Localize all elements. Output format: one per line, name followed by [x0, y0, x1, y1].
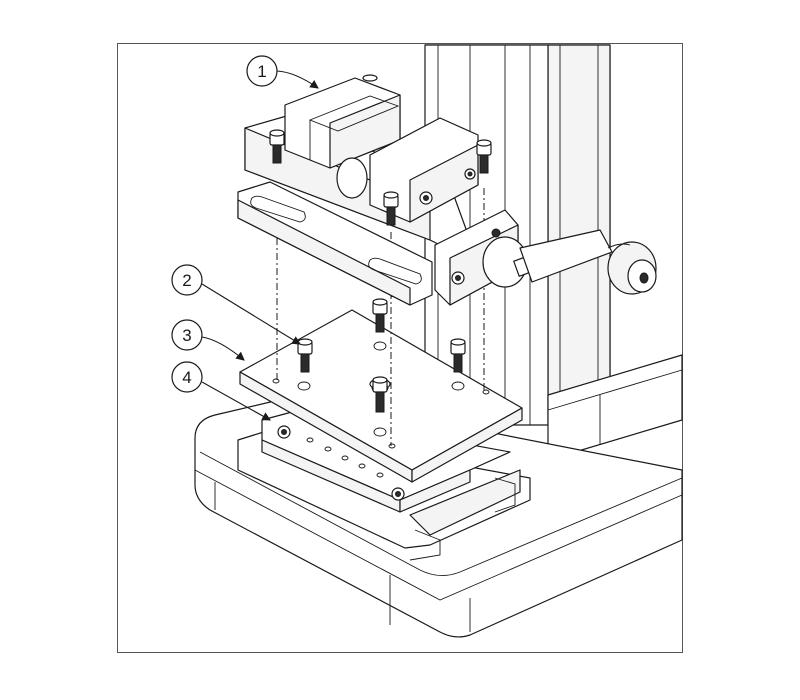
callout-4: 4 [171, 361, 271, 421]
crank-handle [482, 229, 657, 295]
callout-3-label: 3 [182, 326, 191, 345]
callout-2-label: 2 [182, 271, 191, 290]
part-1-vise [237, 74, 657, 306]
callout-2: 2 [171, 264, 301, 345]
part-2-screws [297, 298, 466, 413]
callout-1: 1 [246, 55, 319, 89]
callout-4-label: 4 [182, 368, 191, 387]
callout-1-label: 1 [257, 62, 266, 81]
callout-3: 3 [171, 319, 245, 361]
